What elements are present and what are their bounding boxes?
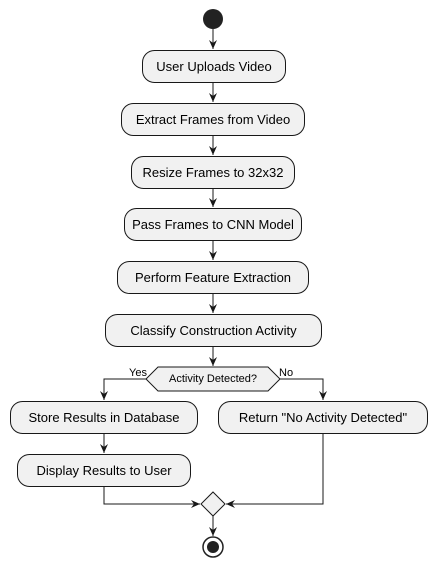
edge-decision-no — [280, 378, 327, 400]
edge-decision-yes — [100, 378, 146, 400]
start-node — [203, 9, 223, 29]
decision-question: Activity Detected? — [168, 373, 258, 385]
activity-feature-extraction: Perform Feature Extraction — [117, 261, 309, 294]
end-node — [202, 536, 224, 558]
decision-no-label: No — [279, 367, 294, 379]
activity-pass-frames-to-cnn: Pass Frames to CNN Model — [124, 208, 302, 241]
edge-noactivity-to-merge — [226, 434, 324, 508]
activity-display-results: Display Results to User — [17, 454, 191, 487]
edge-display-to-merge — [103, 487, 200, 508]
merge-diamond — [200, 491, 226, 517]
activity-user-uploads-video: User Uploads Video — [142, 50, 286, 83]
activity-store-results: Store Results in Database — [10, 401, 198, 434]
activity-extract-frames: Extract Frames from Video — [121, 103, 305, 136]
activity-classify-construction: Classify Construction Activity — [105, 314, 322, 347]
activity-resize-frames: Resize Frames to 32x32 — [131, 156, 295, 189]
activity-return-no-activity: Return "No Activity Detected" — [218, 401, 428, 434]
decision-yes-label: Yes — [129, 367, 147, 379]
